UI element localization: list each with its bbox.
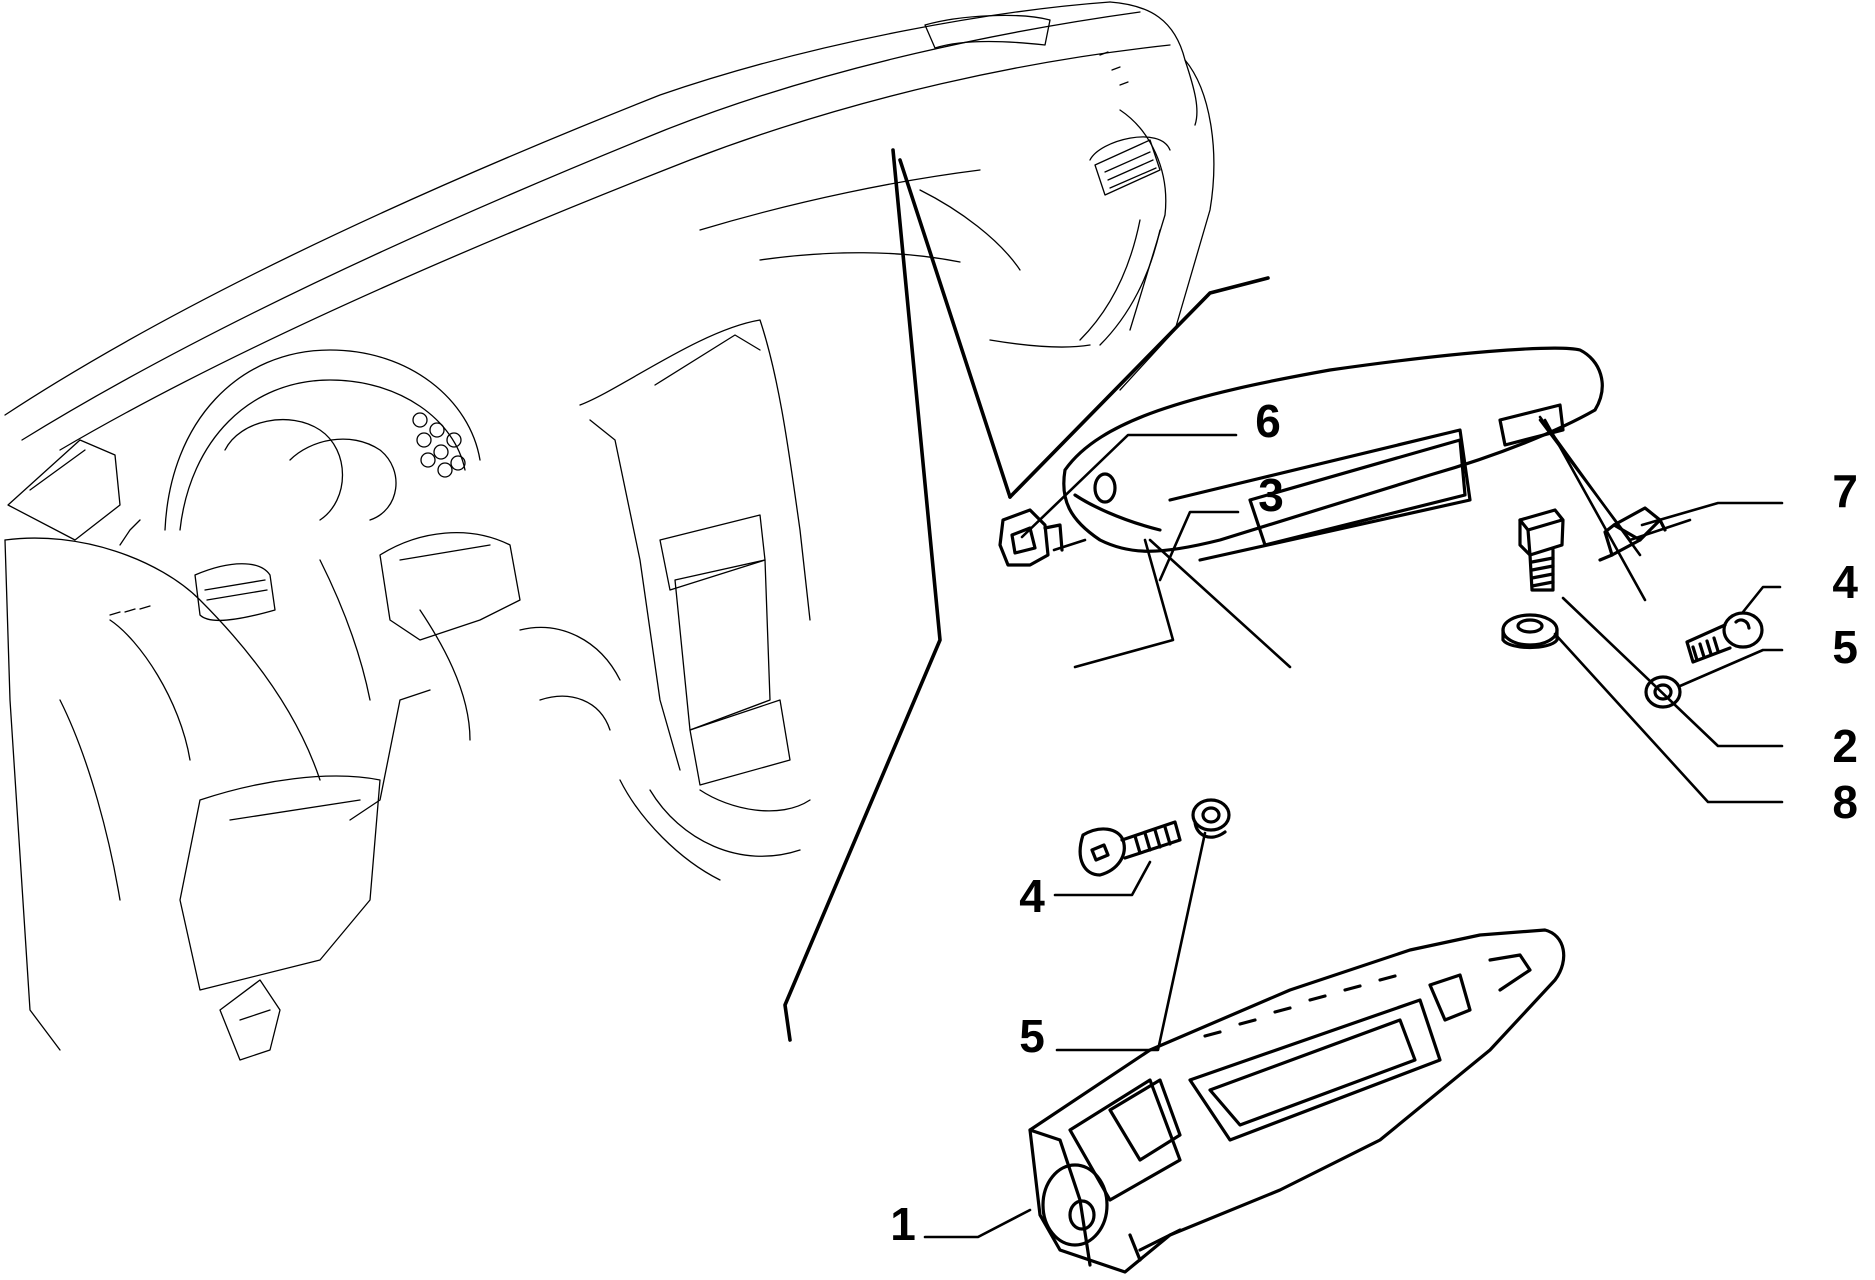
view-break-lines	[783, 148, 1270, 1042]
callout-2: 2	[1832, 720, 1858, 772]
callout-3: 3	[1258, 469, 1284, 521]
part-1-display-unit	[1028, 928, 1566, 1274]
part-4-screw-lower	[1078, 820, 1182, 877]
leader-lines	[923, 415, 1784, 1239]
dashboard-outline	[4, 1, 1215, 1061]
callout-7: 7	[1832, 465, 1858, 517]
callout-labels: 6 3 7 4 5 2 8 4 5 1	[890, 395, 1858, 1250]
part-8-washer	[1501, 613, 1559, 650]
part-5-washer-upper	[1644, 675, 1682, 709]
callout-5-upper: 5	[1832, 621, 1858, 673]
callout-5-lower: 5	[1019, 1010, 1045, 1062]
part-3-display-housing	[1062, 346, 1604, 562]
callout-4-lower: 4	[1019, 870, 1045, 922]
part-2-bolt	[1518, 508, 1565, 592]
part-6-clip	[998, 508, 1064, 567]
callout-1: 1	[890, 1198, 916, 1250]
callout-8: 8	[1832, 776, 1858, 828]
callout-4-upper: 4	[1832, 556, 1858, 608]
callout-6: 6	[1255, 395, 1281, 447]
part-5-washer-lower	[1191, 798, 1231, 839]
